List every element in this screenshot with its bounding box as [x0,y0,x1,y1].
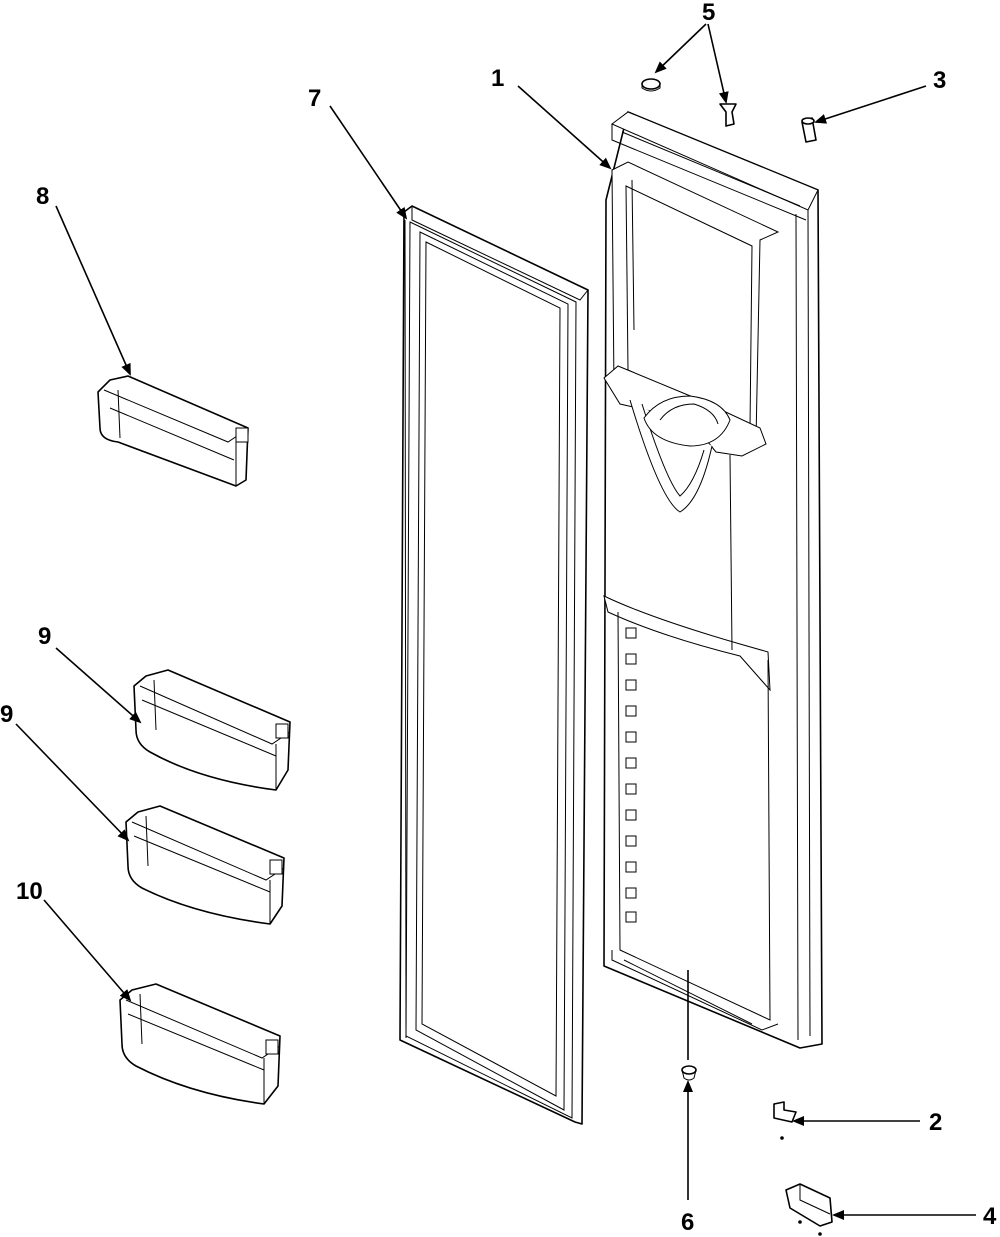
leader-arrows [15,23,976,1220]
bushing-part [681,1065,697,1081]
callout-1: 1 [491,65,504,92]
door-liner [603,111,823,1049]
callout-8: 8 [36,183,49,210]
callout-5: 5 [702,0,715,26]
callout-9-upper: 9 [38,623,51,650]
shelf-slots [625,627,637,923]
callout-7: 7 [308,85,321,112]
screw-parts [641,78,737,127]
door-bin-upper [133,669,291,791]
callout-4: 4 [983,1203,997,1230]
hinge-pin-part [773,1101,797,1140]
door-gasket [399,205,589,1125]
callout-9-lower: 9 [0,701,13,728]
door-bin-bottom [119,983,281,1105]
lower-hinge-part [785,1183,833,1236]
callout-10: 10 [16,878,43,905]
plug-part [801,117,817,143]
callout-2: 2 [929,1109,942,1136]
door-bin-lower [125,805,285,925]
callout-6: 6 [681,1209,694,1236]
door-bin-top [97,375,249,487]
callout-3: 3 [933,67,946,94]
